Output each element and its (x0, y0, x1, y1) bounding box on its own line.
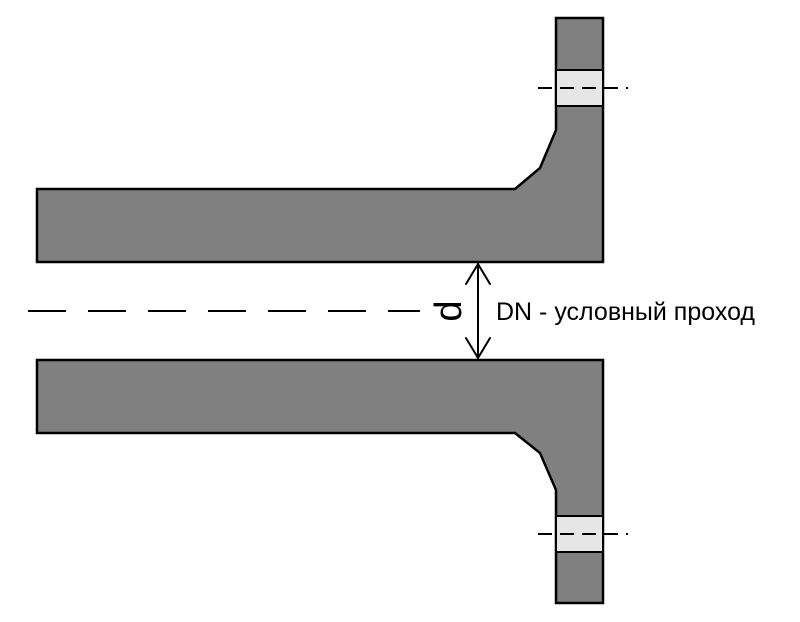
upper-pipe-flange (35, 16, 605, 264)
nominal-bore-label: DN - условный проход (496, 298, 755, 326)
diameter-dimension-arrow (465, 263, 491, 359)
lower-pipe-flange (35, 358, 605, 605)
diameter-symbol-label: d (428, 300, 470, 321)
